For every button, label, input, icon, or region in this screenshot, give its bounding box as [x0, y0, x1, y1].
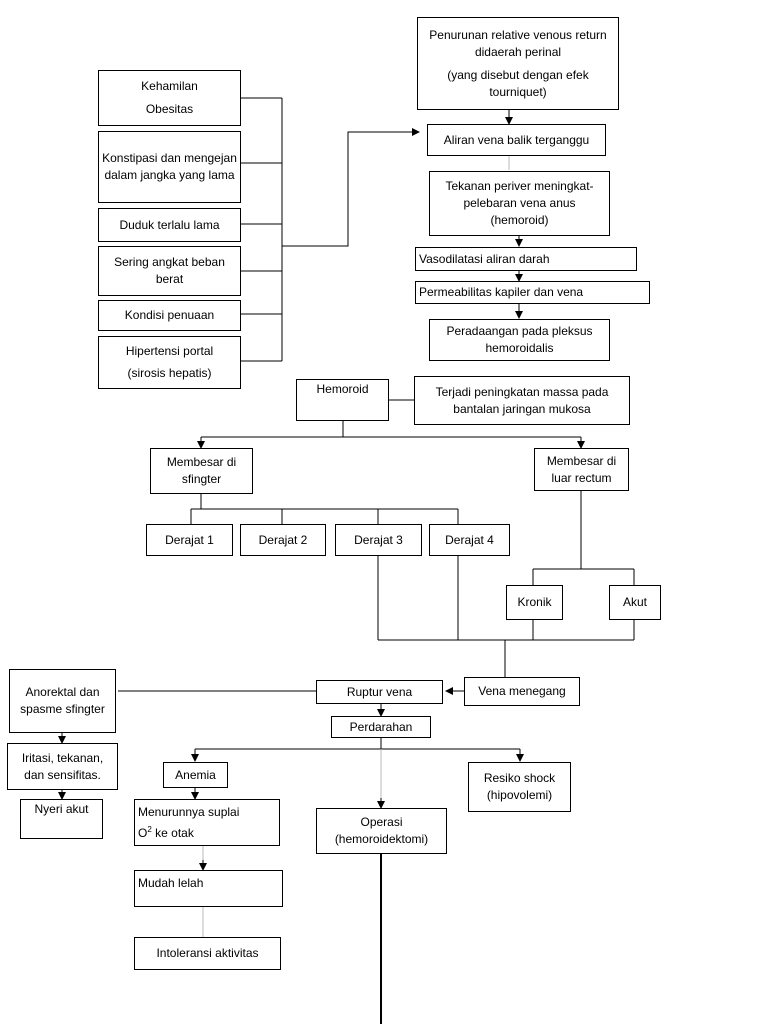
box-nyeri-akut: Nyeri akut [20, 799, 103, 839]
permeabilitas-text: Permeabilitas kapiler dan vena [419, 285, 584, 299]
cause-kehamilan-obesitas: Kehamilan Obesitas [98, 70, 241, 126]
box-derajat-2: Derajat 2 [240, 524, 326, 556]
o2-superscript: 2 [147, 824, 152, 834]
vena-menegang-text: Vena menegang [478, 684, 566, 698]
hipovolemi-text: (hipovolemi) [486, 788, 553, 802]
perdarahan-text: Perdarahan [349, 719, 413, 734]
derajat-4-text: Derajat 4 [445, 532, 494, 547]
derajat-2-text: Derajat 2 [258, 532, 308, 547]
iritasi-text: Iritasi, tekanan, dan sensifitas. [21, 750, 104, 782]
cause-duduk-text: Duduk terlalu lama [119, 217, 220, 232]
kronik-text: Kronik [517, 595, 552, 609]
cause-angkat-beban: Sering angkat beban berat [98, 246, 241, 296]
box-peningkatan-massa: Terjadi peningkatan massa pada bantalan … [414, 376, 630, 425]
penurunan-text: Penurunan relative venous return didaera… [429, 27, 607, 59]
peradangan-text: Peradaangan pada pleksus hemoroidalis [446, 324, 593, 355]
box-operasi: Operasi (hemoroidektomi) [316, 808, 447, 854]
box-ruptur-vena: Ruptur vena [316, 680, 443, 704]
cause-konstipasi: Konstipasi dan mengejan dalam jangka yan… [98, 131, 241, 203]
hemoroid-text: Hemoroid [316, 382, 369, 396]
box-kronik: Kronik [506, 585, 563, 620]
box-tekanan-periver: Tekanan periver meningkat-pelebaran vena… [429, 171, 610, 236]
box-resiko-shock: Resiko shock (hipovolemi) [468, 762, 571, 812]
box-aliran-vena: Aliran vena balik terganggu [427, 124, 606, 156]
tourniquet-text: (yang disebut dengan efek tourniquet) [447, 67, 589, 99]
vasodilatasi-text: Vasodilatasi aliran darah [419, 251, 550, 266]
box-peradangan: Peradaangan pada pleksus hemoroidalis [429, 319, 610, 361]
cause-penuaan-text: Kondisi penuaan [124, 308, 215, 322]
nyeri-text: Nyeri akut [34, 802, 89, 816]
box-akut: Akut [609, 585, 661, 620]
box-vena-menegang: Vena menegang [464, 677, 580, 706]
box-mudah-lelah: Mudah lelah [134, 870, 283, 907]
cause-duduk: Duduk terlalu lama [98, 208, 241, 242]
operasi-text: Operasi [360, 815, 403, 829]
anorektal-text: Anorektal dan spasme sfingter [20, 685, 105, 716]
tekanan-text: Tekanan periver meningkat-pelebaran vena… [445, 179, 594, 227]
box-hemoroid: Hemoroid [296, 379, 389, 421]
akut-text: Akut [622, 595, 647, 609]
box-anorektal: Anorektal dan spasme sfingter [9, 669, 116, 733]
derajat-1-text: Derajat 1 [165, 532, 214, 547]
anemia-text: Anemia [175, 767, 216, 782]
box-perdarahan: Perdarahan [331, 716, 431, 738]
box-iritasi: Iritasi, tekanan, dan sensifitas. [7, 743, 118, 790]
lelah-text: Mudah lelah [138, 876, 204, 890]
box-derajat-4: Derajat 4 [429, 524, 510, 556]
ke-otak-text: ke otak [151, 825, 194, 840]
aliran-text: Aliran vena balik terganggu [443, 132, 590, 147]
box-penurunan-venous-return: Penurunan relative venous return didaera… [417, 17, 619, 110]
membesar-luar-text: Membesar di luar rectum [546, 453, 617, 485]
shock-text: Resiko shock [483, 771, 556, 785]
box-vasodilatasi: Vasodilatasi aliran darah [415, 247, 637, 271]
cause-konstipasi-text: Konstipasi dan mengejan dalam jangka yan… [102, 151, 237, 182]
box-derajat-3: Derajat 3 [335, 524, 422, 556]
hemoroidektomi-text: (hemoroidektomi) [334, 832, 429, 846]
ruptur-text: Ruptur vena [346, 684, 413, 699]
cause-hipertensi: Hipertensi portal (sirosis hepatis) [98, 336, 241, 389]
box-suplai-o2: Menurunnya suplai O2 ke otak [134, 799, 280, 846]
cause-obesitas: Obesitas [145, 102, 194, 116]
cause-sirosis-text: (sirosis hepatis) [127, 366, 212, 380]
cause-penuaan: Kondisi penuaan [98, 300, 241, 331]
cause-kehamilan: Kehamilan [141, 79, 198, 93]
massa-text: Terjadi peningkatan massa pada bantalan … [435, 384, 609, 416]
box-derajat-1: Derajat 1 [146, 524, 233, 556]
box-membesar-luar-rectum: Membesar di luar rectum [534, 448, 629, 491]
box-permeabilitas: Permeabilitas kapiler dan vena [415, 281, 650, 304]
box-anemia: Anemia [163, 762, 228, 788]
o-text: O [138, 825, 148, 840]
box-intoleransi: Intoleransi aktivitas [134, 937, 281, 970]
intoleransi-text: Intoleransi aktivitas [156, 946, 259, 960]
suplai-o2-line: O2 ke otak [138, 821, 194, 842]
box-membesar-sfingter: Membesar di sfingter [150, 448, 253, 494]
derajat-3-text: Derajat 3 [354, 532, 403, 547]
membesar-sfingter-text: Membesar di sfingter [166, 455, 237, 486]
suplai-text: Menurunnya suplai [138, 804, 240, 819]
cause-angkat-beban-text: Sering angkat beban berat [114, 255, 225, 286]
cause-hipertensi-text: Hipertensi portal [125, 344, 214, 358]
